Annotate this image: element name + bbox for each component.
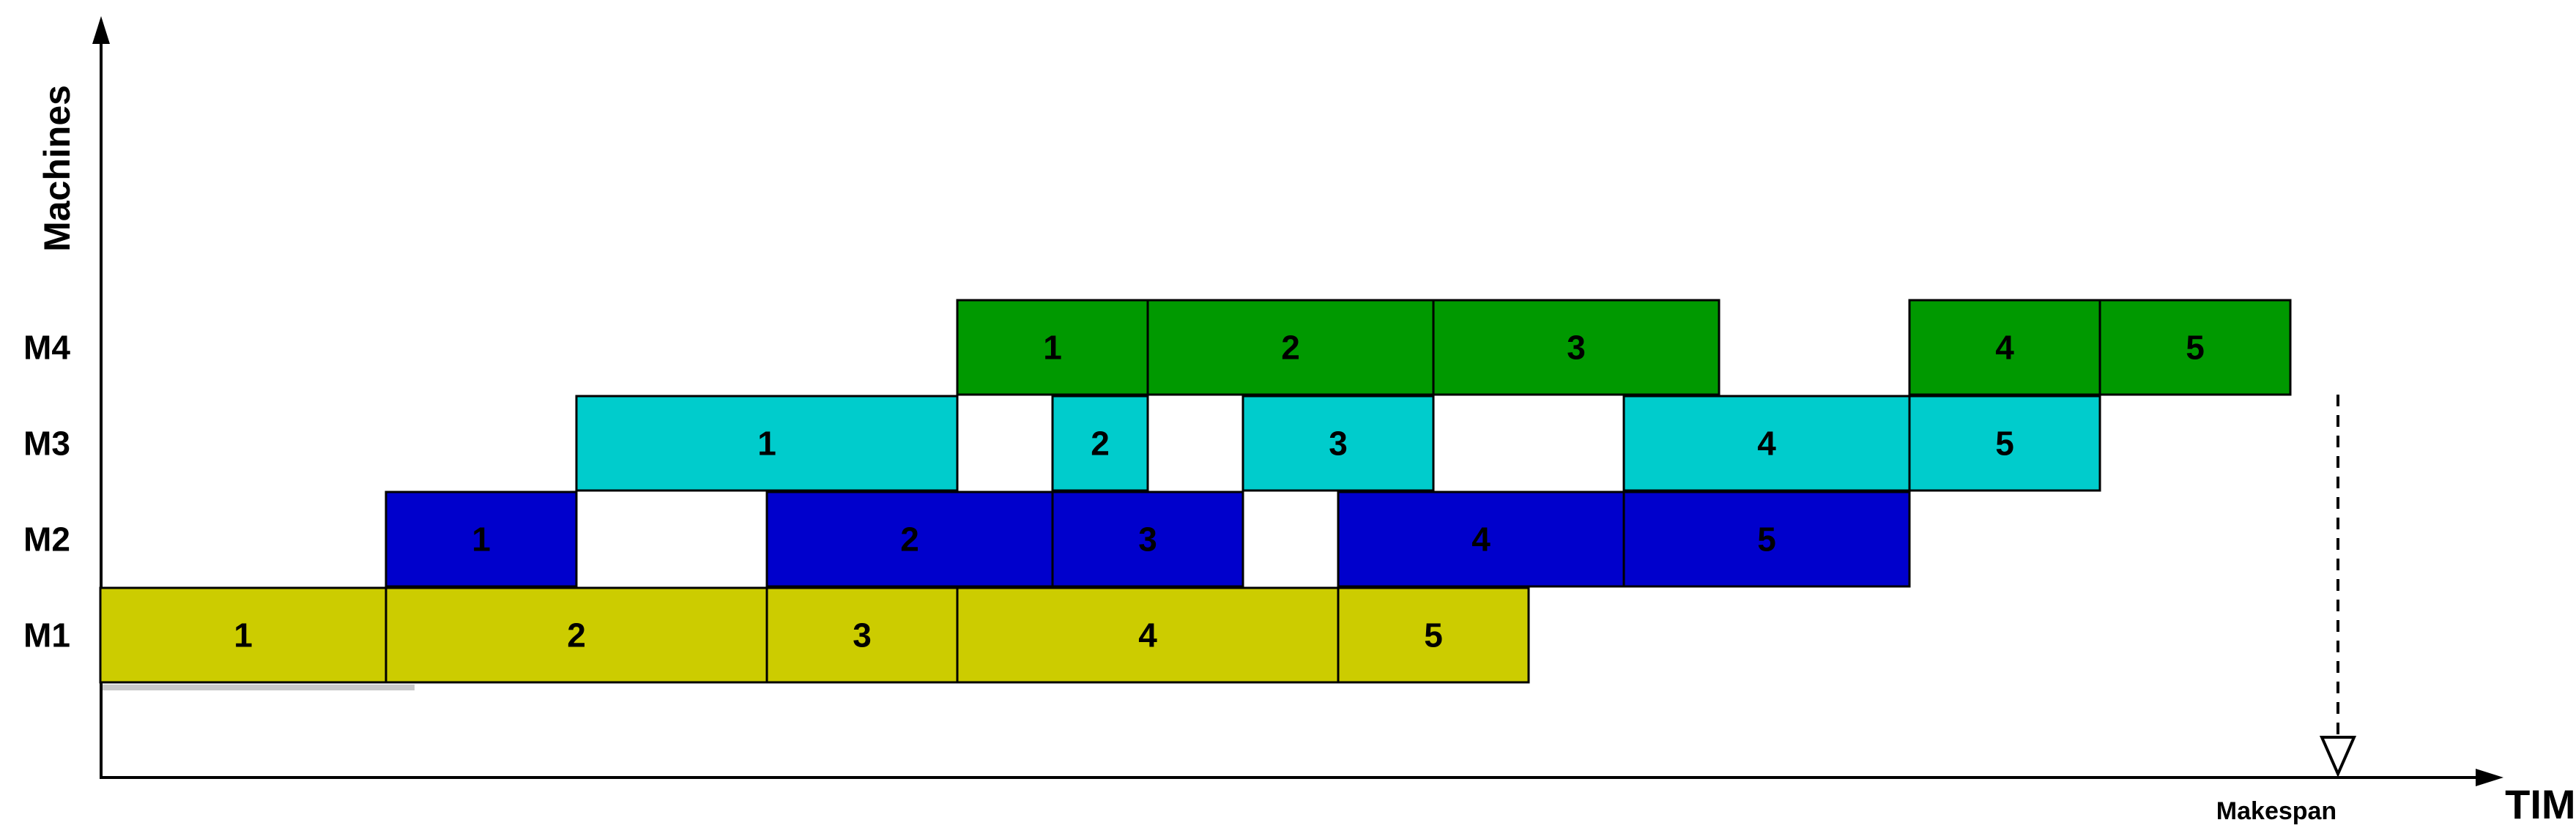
job-block-m3-4 xyxy=(1622,395,1911,492)
job-label-m4-3: 3 xyxy=(1567,329,1586,367)
job-block-m1-3 xyxy=(765,586,959,684)
job-label-m1-4: 4 xyxy=(1138,616,1157,655)
job-block-m4-2 xyxy=(1146,299,1435,396)
job-block-m3-2 xyxy=(1051,395,1149,492)
x-axis-title: TIME xyxy=(2505,781,2576,827)
machine-label-m3: M3 xyxy=(23,425,70,463)
job-label-m3-4: 4 xyxy=(1757,425,1776,463)
job-block-m2-3 xyxy=(1051,491,1244,588)
machine-label-m2: M2 xyxy=(23,521,70,559)
job-block-m3-1 xyxy=(575,395,959,492)
job-label-m1-1: 1 xyxy=(234,616,253,655)
job-label-m2-2: 2 xyxy=(900,521,919,559)
job-block-m2-1 xyxy=(385,491,578,588)
x-axis-arrowhead xyxy=(2476,769,2503,786)
job-label-m3-1: 1 xyxy=(757,425,776,463)
job-label-m2-3: 3 xyxy=(1138,521,1157,559)
job-block-m1-1 xyxy=(99,586,387,684)
job-label-m3-5: 5 xyxy=(1995,425,2014,463)
job-block-m4-5 xyxy=(2098,299,2292,396)
job-block-m1-4 xyxy=(956,586,1340,684)
job-block-m4-3 xyxy=(1432,299,1721,396)
job-label-m2-5: 5 xyxy=(1757,521,1776,559)
job-label-m1-5: 5 xyxy=(1424,616,1443,655)
job-label-m2-4: 4 xyxy=(1471,521,1491,559)
makespan-label: Makespan xyxy=(2216,797,2336,825)
y-axis-title: Machines xyxy=(37,85,78,252)
job-label-m4-4: 4 xyxy=(1995,329,2014,367)
job-block-m3-5 xyxy=(1908,395,2101,492)
machine-label-m4: M4 xyxy=(23,329,70,367)
job-label-m4-1: 1 xyxy=(1043,329,1062,367)
y-axis-arrowhead xyxy=(92,16,110,44)
job-block-m4-4 xyxy=(1908,299,2101,396)
job-label-m4-2: 2 xyxy=(1281,329,1300,367)
job-block-m2-4 xyxy=(1337,491,1625,588)
job-label-m3-3: 3 xyxy=(1329,425,1348,463)
job-label-m1-2: 2 xyxy=(567,616,586,655)
job-label-m1-3: 3 xyxy=(853,616,872,655)
job-label-m4-5: 5 xyxy=(2186,329,2205,367)
job-block-m2-2 xyxy=(765,491,1054,588)
machine-label-m1: M1 xyxy=(23,616,70,655)
job-block-m4-1 xyxy=(956,299,1149,396)
job-label-m3-2: 2 xyxy=(1091,425,1110,463)
job-label-m2-1: 1 xyxy=(472,521,491,559)
makespan-arrow xyxy=(2319,736,2357,778)
job-block-m1-5 xyxy=(1337,586,1530,684)
job-block-m3-3 xyxy=(1241,395,1435,492)
job-block-m2-5 xyxy=(1622,491,1911,588)
